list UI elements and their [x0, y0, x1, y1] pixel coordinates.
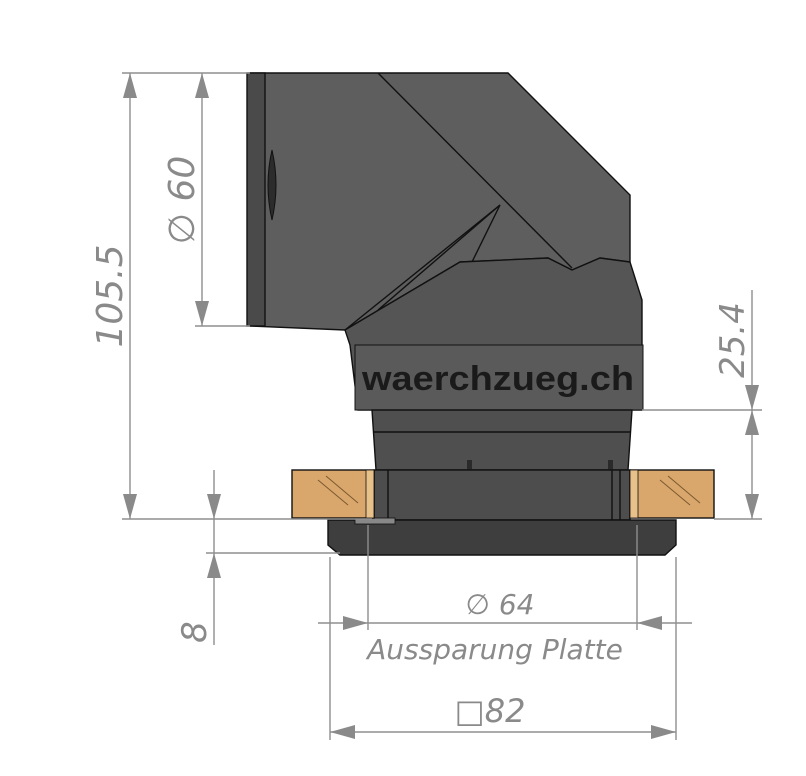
- overall-height-label: 105.5: [90, 244, 131, 347]
- wood-plate-right: [629, 469, 715, 519]
- neck-tab-right: [608, 460, 613, 470]
- wood-plate: [291, 469, 715, 519]
- flange-notch: [354, 517, 396, 525]
- plate-thickness-label: 8: [175, 621, 215, 643]
- insert-body: [373, 469, 631, 521]
- cutout-diameter-label: ∅ 64: [466, 588, 535, 621]
- elbow-part: waerchzueg.ch: [246, 72, 677, 556]
- neck: [371, 409, 633, 471]
- wood-plate-left: [291, 469, 375, 519]
- cutout-label: Aussparung Platte: [365, 633, 623, 666]
- neck-tab-left: [467, 460, 472, 470]
- flange-square-label: □82: [455, 692, 526, 730]
- logo-text: waerchzueg.ch: [361, 360, 634, 398]
- outlet-face: [246, 72, 266, 327]
- collar-height-label: 25.4: [713, 302, 753, 378]
- dimension-lines: [122, 72, 762, 740]
- flange: [327, 519, 677, 556]
- outlet-diameter-label: ∅ 60: [162, 156, 203, 245]
- outlet-slot: [267, 149, 277, 221]
- logo-band: [354, 344, 644, 411]
